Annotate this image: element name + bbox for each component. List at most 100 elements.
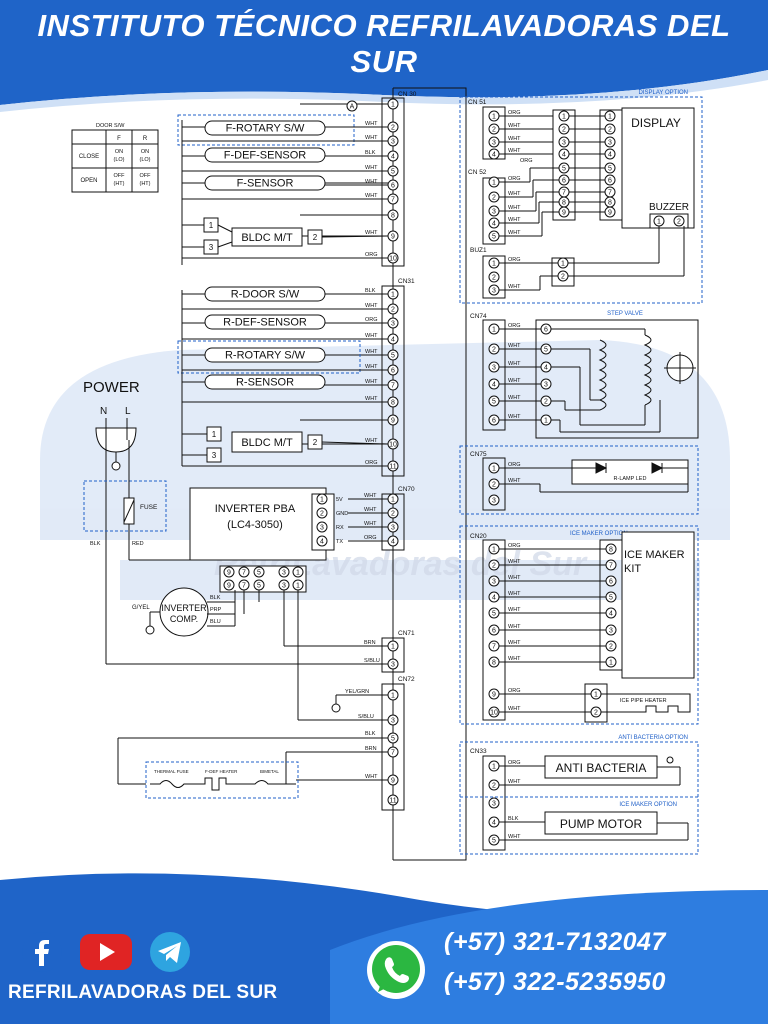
comp-pin bbox=[253, 566, 265, 578]
door-table-cell: OFF bbox=[140, 173, 152, 179]
cn20-wire-color: WHT bbox=[508, 706, 521, 712]
cn31-wire-color: WHT bbox=[365, 333, 378, 339]
f-def-sensor-label: F-DEF-SENSOR bbox=[224, 150, 307, 162]
cn72-wire-color: BLK bbox=[365, 731, 376, 737]
cn31-wire-color: WHT bbox=[365, 364, 378, 370]
door-table-cell: (HT) bbox=[114, 181, 125, 187]
a-marker bbox=[346, 100, 358, 112]
cn52-pin-number: 5 bbox=[492, 234, 496, 241]
cn31-pin-number: 8 bbox=[391, 400, 395, 407]
door-table-cell: OFF bbox=[114, 173, 126, 179]
door-table-r: R bbox=[143, 136, 148, 142]
cn52-wire-color: WHT bbox=[508, 191, 521, 197]
wire bbox=[217, 224, 233, 233]
cn52-wire-color: ORG bbox=[508, 176, 521, 182]
cn30-wire-color: ORG bbox=[365, 252, 378, 258]
cn72-pin-number: 11 bbox=[389, 798, 396, 805]
display-mid-pin-number: 3 bbox=[562, 140, 566, 147]
display-pin-number: 8 bbox=[608, 200, 612, 207]
display-pin-number: 1 bbox=[608, 114, 612, 121]
brand-name: REFRILAVADORAS DEL SUR bbox=[8, 982, 278, 1003]
cn74-pin-number: 4 bbox=[492, 382, 496, 389]
cn71-wire-color: BRN bbox=[364, 640, 376, 646]
bldc-pin-num: 1 bbox=[212, 430, 217, 439]
ice-maker-option-2-label: ICE MAKER OPTION bbox=[619, 802, 677, 808]
cn75-pin-number: 1 bbox=[492, 466, 496, 473]
cn30-pin-number: 9 bbox=[391, 234, 395, 241]
cn72-housing bbox=[381, 683, 405, 811]
cn20-pin-number: 1 bbox=[492, 547, 496, 554]
display-label: DISPLAY bbox=[631, 116, 681, 130]
cn72-label: CN72 bbox=[398, 676, 415, 683]
cn31-pin-number: 10 bbox=[389, 442, 397, 449]
bldc-f-label: BLDC M/T bbox=[241, 232, 293, 244]
display-option-label: DISPLAY OPTION bbox=[639, 90, 688, 96]
cn33-wire-color: BLK bbox=[508, 816, 519, 822]
step-valve-pin-number: 1 bbox=[544, 418, 548, 425]
whatsapp-icon[interactable] bbox=[364, 938, 428, 1002]
cn20-wire-color: WHT bbox=[508, 656, 521, 662]
cn72-pin-number: 7 bbox=[391, 750, 395, 757]
door-table-cell: ON bbox=[141, 149, 149, 155]
cn72-pin bbox=[387, 794, 399, 806]
main-board-outline bbox=[393, 87, 467, 861]
display-pin-number: 5 bbox=[608, 166, 612, 173]
cn31-wire-color: ORG bbox=[365, 460, 378, 466]
display-pin-number: 4 bbox=[608, 152, 612, 159]
cn20-wire-color: WHT bbox=[508, 607, 521, 613]
bldc-f-motor bbox=[231, 227, 303, 247]
r-rotary-switch-label: R-ROTARY S/W bbox=[225, 350, 306, 362]
defrost-heater-group bbox=[145, 761, 299, 799]
fuse-label: FUSE bbox=[140, 504, 158, 511]
pump-option bbox=[459, 796, 699, 855]
cn33-pin-number: 3 bbox=[492, 801, 496, 808]
cn33-pin-number: 1 bbox=[492, 764, 496, 771]
cn20-wire-color: WHT bbox=[508, 559, 521, 565]
comp-pin bbox=[223, 566, 235, 578]
youtube-icon[interactable] bbox=[78, 932, 134, 972]
comp-pin-number: 3 bbox=[282, 570, 286, 577]
cn74-wire-color: WHT bbox=[508, 378, 521, 384]
cn51-label: CN 51 bbox=[468, 99, 487, 106]
cn20-pin-number: 7 bbox=[492, 644, 496, 651]
cn20-wire-color: WHT bbox=[508, 591, 521, 597]
cn31-pin-number: 5 bbox=[391, 353, 395, 360]
r-sensor-label: R-SENSOR bbox=[236, 377, 294, 389]
telegram-icon[interactable] bbox=[148, 930, 192, 974]
ground-icon bbox=[111, 461, 121, 471]
pump-motor-label: PUMP MOTOR bbox=[560, 817, 643, 831]
door-table-cell: ON bbox=[115, 149, 123, 155]
cn30-pin-number: 8 bbox=[391, 213, 395, 220]
cn74-pin-number: 1 bbox=[492, 327, 496, 334]
ground-icon bbox=[331, 703, 341, 713]
cn70-pin-number: 1 bbox=[391, 497, 395, 504]
cn75-pin-number: 2 bbox=[492, 482, 496, 489]
comp-pin bbox=[223, 579, 235, 591]
fuse-element bbox=[123, 499, 135, 523]
cn74-wire-color: WHT bbox=[508, 343, 521, 349]
cn52-wire-color: WHT bbox=[508, 230, 521, 236]
footer-wave bbox=[330, 890, 768, 1024]
comp-pin-number: 7 bbox=[242, 583, 246, 590]
cn75-pin bbox=[488, 494, 500, 506]
display-pin-number: 9 bbox=[608, 210, 612, 217]
bldc-r-label: BLDC M/T bbox=[241, 437, 293, 449]
cn30-wire-color: WHT bbox=[365, 135, 378, 141]
phone-number-2[interactable]: (+57) 322-5235950 bbox=[444, 968, 666, 996]
door-table-row-label: CLOSE bbox=[79, 154, 99, 160]
cn30-pin-number: 2 bbox=[391, 125, 395, 132]
buzzer-pin bbox=[673, 215, 685, 227]
ice-maker-option-label: ICE MAKER OPTION bbox=[570, 531, 628, 537]
display-pin-number: 6 bbox=[608, 178, 612, 185]
ice-maker-kit bbox=[621, 531, 695, 679]
cn33-pin bbox=[488, 797, 500, 809]
inverter-pin bbox=[316, 507, 328, 519]
cn52-pin-number: 2 bbox=[492, 195, 496, 202]
ice-kit-pin-number: 2 bbox=[609, 644, 613, 651]
phone-number-1[interactable]: (+57) 321-7132047 bbox=[444, 928, 666, 956]
facebook-icon[interactable] bbox=[20, 930, 64, 974]
buzzer-label: BUZZER bbox=[649, 202, 689, 213]
inverter-pin-number: 1 bbox=[320, 497, 324, 504]
cn75-pin-number: 3 bbox=[492, 498, 496, 505]
cn74-housing bbox=[482, 319, 506, 431]
